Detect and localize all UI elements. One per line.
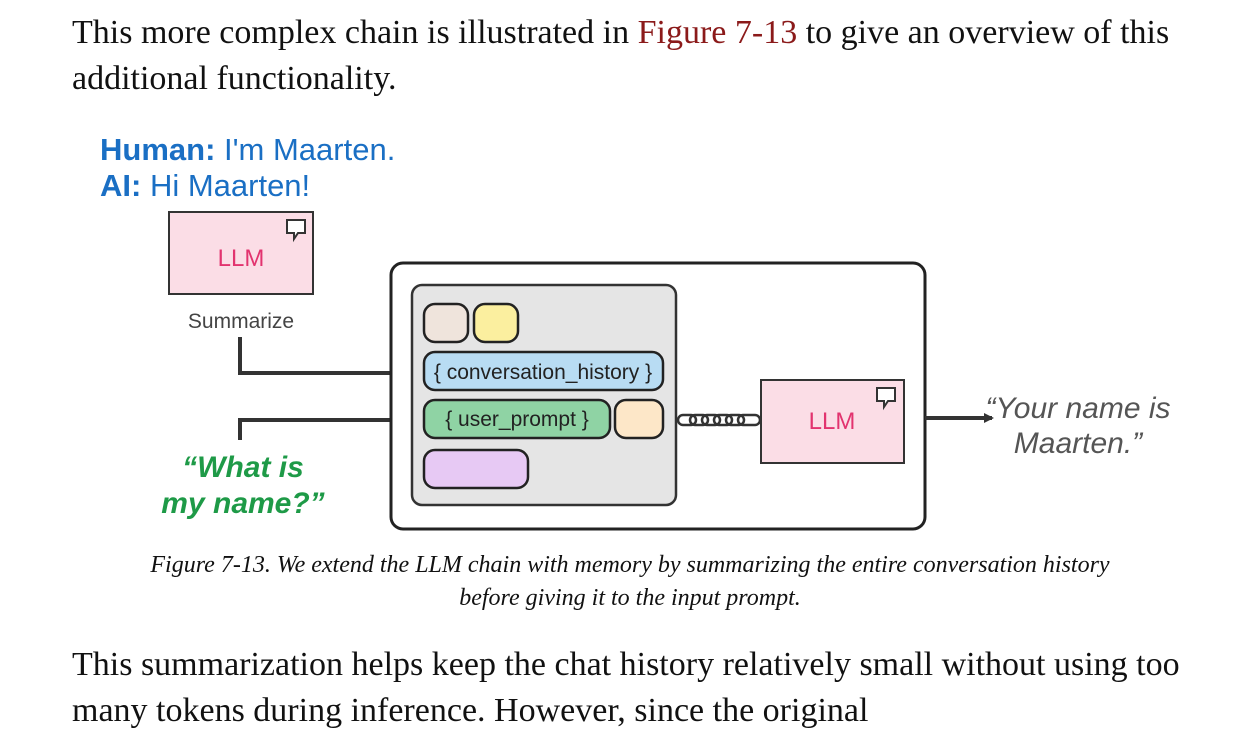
- prompt-block-yellow: [472, 302, 520, 344]
- summarizer-llm-box: LLM: [168, 211, 314, 295]
- prompt-block-beige: [422, 302, 470, 344]
- chat-bubble-icon: [876, 387, 896, 411]
- main-llm-label: LLM: [809, 408, 856, 435]
- summary-arrow: [238, 337, 422, 378]
- summarize-label: Summarize: [188, 310, 294, 333]
- intro-text-after: to give an overview of this additional f…: [72, 14, 1170, 97]
- prompt-block-peach: [613, 398, 665, 440]
- ai-line: AI: Hi Maarten!: [100, 168, 310, 203]
- question-arrow: [238, 415, 422, 440]
- human-label: Human:: [100, 132, 215, 167]
- human-message: I'm Maarten.: [215, 132, 395, 167]
- user-prompt-label: { user_prompt }: [445, 408, 589, 431]
- intro-paragraph: This more complex chain is illustrated i…: [72, 10, 1182, 102]
- answer-line-1: “Your name is: [985, 392, 1170, 425]
- caption-line-2: before giving it to the input prompt.: [459, 585, 801, 611]
- conversation-history-label: { conversation_history }: [434, 361, 652, 384]
- main-llm-box: LLM: [760, 379, 905, 464]
- ai-label: AI:: [100, 168, 141, 203]
- question-line-1: “What is: [182, 451, 304, 484]
- question-line-2: my name?”: [161, 487, 324, 520]
- figure-caption: Figure 7-13. We extend the LLM chain wit…: [60, 549, 1200, 615]
- memory-chain-diagram: Human: I'm Maarten. AI: Hi Maarten! LLM …: [100, 132, 1171, 531]
- chat-bubble-icon: [286, 219, 306, 243]
- user-prompt-slot: { user_prompt }: [422, 398, 612, 440]
- ai-message: Hi Maarten!: [141, 168, 310, 203]
- conversation-history-slot: { conversation_history }: [422, 350, 665, 392]
- body-paragraph: This summarization helps keep the chat h…: [72, 646, 1180, 729]
- caption-line-1: Figure 7-13. We extend the LLM chain wit…: [150, 552, 1110, 578]
- human-line: Human: I'm Maarten.: [100, 132, 395, 167]
- summarizer-llm-label: LLM: [218, 245, 265, 272]
- intro-text-before: This more complex chain is illustrated i…: [72, 14, 638, 51]
- figure-7-13-link[interactable]: Figure 7-13: [637, 14, 798, 51]
- answer-line-2: Maarten.”: [1014, 427, 1144, 460]
- prompt-block-lavender: [422, 448, 530, 490]
